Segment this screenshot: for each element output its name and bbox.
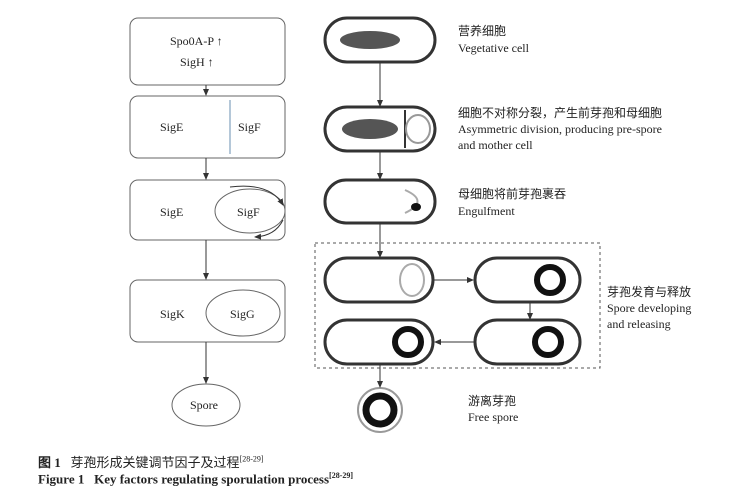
engulfment-cell-icon: [323, 178, 437, 225]
ellipse-spore: [171, 383, 241, 427]
caption-zh-text: 芽孢形成关键调节因子及过程: [70, 455, 240, 470]
sigf-label-2: SigF: [237, 205, 260, 219]
caption-en-text: Key factors regulating sporulation proce…: [94, 471, 330, 487]
caption-zh-label: 图 1: [38, 455, 61, 470]
sigk-label: SigK: [160, 307, 185, 321]
caption-zh: 图 1 芽孢形成关键调节因子及过程[28-29]: [38, 452, 264, 471]
stage4-zh: 芽孢发育与释放: [607, 284, 691, 299]
developing-cell-3-icon: [473, 318, 582, 366]
stage5-en: Free spore: [468, 410, 518, 424]
sigh-label: SigH ↑: [180, 55, 214, 69]
stage1-en: Vegetative cell: [458, 41, 530, 55]
stage2-en2: and mother cell: [458, 138, 533, 152]
ellipse-sigf: [214, 188, 286, 234]
stage3-zh: 母细胞将前芽孢裹吞: [458, 186, 566, 201]
spore-label: Spore: [190, 398, 218, 412]
stage4-en1: Spore developing: [607, 301, 691, 315]
stage2-zh: 细胞不对称分裂，产生前芽孢和母细胞: [458, 105, 662, 120]
developing-group-box: [314, 242, 601, 369]
stage4-en2: and releasing: [607, 317, 671, 331]
stage3-en: Engulfment: [458, 204, 515, 218]
box-sige-sigf: [129, 95, 286, 159]
caption-en-ref: [28-29]: [329, 471, 354, 480]
developing-cell-4-icon: [323, 318, 435, 366]
caption-zh-ref: [28-29]: [239, 454, 264, 464]
box-spo0a: [129, 17, 286, 86]
ellipse-sigg: [205, 289, 281, 337]
stage5-zh: 游离芽孢: [468, 393, 516, 408]
box-sigk-sigg: [129, 279, 286, 343]
stage1-zh: 营养细胞: [458, 23, 506, 38]
caption-en-label: Figure 1: [38, 471, 85, 487]
caption-en: Figure 1 Key factors regulating sporulat…: [38, 471, 353, 487]
sigf-label: SigF: [238, 120, 261, 134]
developing-cell-2-icon: [473, 256, 582, 304]
sige-label: SigE: [160, 120, 183, 134]
stage2-en1: Asymmetric division, producing pre-spore: [458, 122, 662, 136]
sige-label-2: SigE: [160, 205, 183, 219]
sigg-label: SigG: [230, 307, 255, 321]
spo0a-label: Spo0A-P ↑: [170, 34, 223, 48]
